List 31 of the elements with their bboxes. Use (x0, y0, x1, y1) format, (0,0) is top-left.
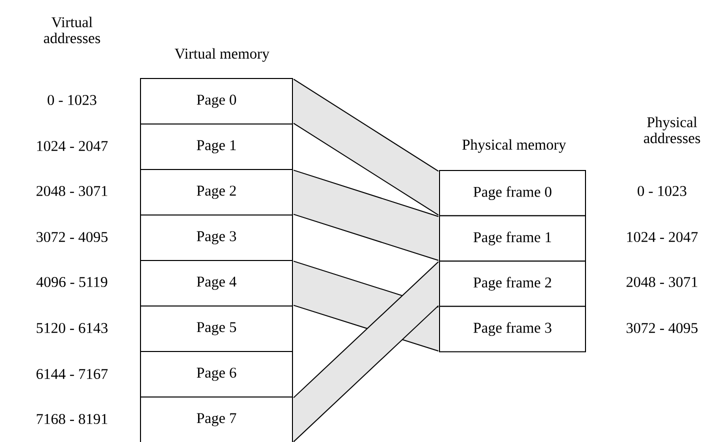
page-box: Page 6 (140, 351, 293, 398)
address-range: 6144 - 7167 (36, 368, 108, 380)
page-frame-box: Page frame 0 (439, 170, 586, 216)
mapping-band (293, 261, 439, 442)
address-range: 3072 - 4095 (36, 232, 108, 242)
page-box: Page 1 (140, 124, 293, 170)
page-frame-box: Page frame 2 (439, 260, 586, 307)
address-range: 0 - 1023 (48, 94, 96, 106)
mapping-band (293, 170, 439, 261)
page-box: Page 2 (140, 169, 293, 216)
address-range: 0 - 1023 (638, 186, 686, 196)
column-heading: Virtual memory (174, 48, 270, 62)
page-box: Page 4 (140, 260, 293, 306)
address-range: 3072 - 4095 (626, 322, 698, 334)
address-range: 1024 - 2047 (37, 140, 108, 152)
mapping-band (293, 78, 439, 216)
page-box: Page 3 (140, 214, 293, 261)
address-range: 5120 - 6143 (36, 322, 108, 334)
address-range: 4096 - 5119 (36, 276, 108, 288)
address-range: 1024 - 2047 (627, 232, 698, 242)
address-range: 2048 - 3071 (36, 186, 108, 196)
page-frame-box: Page frame 1 (439, 215, 586, 262)
page-box: Page 7 (140, 396, 293, 442)
column-heading: Virtual addresses (44, 16, 100, 44)
page-box: Page 5 (140, 306, 293, 352)
page-frame-box: Page frame 3 (439, 306, 586, 352)
address-range: 7168 - 8191 (36, 414, 108, 424)
column-heading: Physical addresses (644, 116, 700, 144)
address-range: 2048 - 3071 (626, 276, 698, 288)
column-heading: Physical memory (462, 139, 566, 153)
page-box: Page 0 (140, 78, 293, 124)
